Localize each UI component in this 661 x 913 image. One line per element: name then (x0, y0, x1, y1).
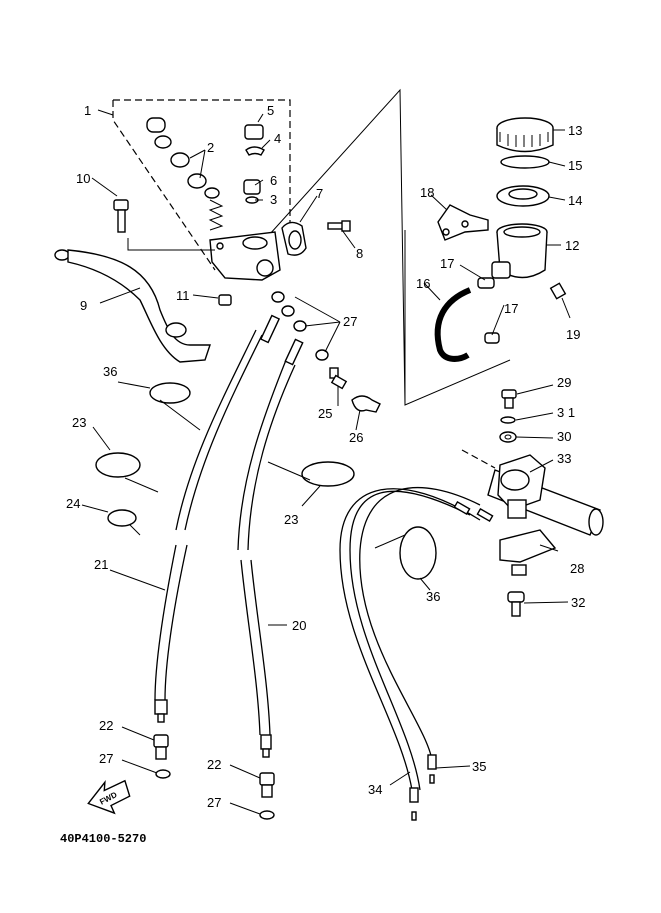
callout-32: 32 (571, 595, 585, 610)
piston-kit (146, 117, 224, 231)
drawing-code: 40P4100-5270 (60, 832, 146, 846)
hose-guide-bolt (329, 367, 348, 390)
callout-21: 21 (94, 557, 108, 572)
callout-8: 8 (356, 246, 363, 261)
callout-2: 2 (207, 140, 214, 155)
callout-27c: 27 (207, 795, 221, 810)
reservoir-fitting (243, 124, 265, 204)
callout-14: 14 (568, 193, 582, 208)
reservoir-hose (434, 277, 500, 362)
brake-hose-20 (237, 338, 304, 758)
callout-13: 13 (568, 123, 582, 138)
brake-lever (54, 249, 211, 363)
callout-36a: 36 (103, 364, 117, 379)
throttle-screw (501, 389, 517, 409)
callout-10: 10 (76, 171, 90, 186)
callout-11: 11 (176, 288, 190, 303)
reservoir-bolt (549, 282, 567, 300)
throttle-washer (499, 416, 517, 443)
cable-tie-23-right (267, 461, 355, 487)
adjuster-bolt (507, 591, 525, 617)
callout-5: 5 (267, 103, 274, 118)
callout-12: 12 (565, 238, 579, 253)
callout-23b: 23 (284, 512, 298, 527)
clamp-bolt (327, 220, 351, 232)
callout-18: 18 (420, 185, 434, 200)
callout-24: 24 (66, 496, 80, 511)
cable-tie-36-left (149, 382, 201, 431)
callout-7: 7 (316, 186, 323, 201)
union-bolt-right (259, 772, 275, 798)
callout-31: 3 1 (557, 405, 575, 420)
master-cylinder-body (209, 231, 281, 281)
hose-guide (351, 395, 381, 413)
callout-29: 29 (557, 375, 571, 390)
callout-22b: 22 (207, 757, 221, 772)
callout-labels: 1 2 5 4 6 3 7 8 10 9 11 13 15 14 12 18 1… (60, 103, 585, 846)
throttle-cables (339, 486, 494, 821)
reservoir-tank (491, 223, 548, 279)
callout-16: 16 (416, 276, 430, 291)
callout-3: 3 (270, 192, 277, 207)
gasket-washers (155, 291, 329, 820)
callout-17b: 17 (504, 301, 518, 316)
cable-adjuster (499, 529, 557, 576)
cable-tie-36-right (374, 526, 437, 580)
assembly-group-box (112, 88, 511, 406)
callout-1: 1 (84, 103, 91, 118)
brake-hose-21 (154, 314, 281, 723)
callout-23a: 23 (72, 415, 86, 430)
callout-4: 4 (274, 131, 281, 146)
callout-30: 30 (557, 429, 571, 444)
callout-20: 20 (292, 618, 306, 633)
leader-lines (81, 109, 571, 815)
callout-34: 34 (368, 782, 382, 797)
callout-27b: 27 (99, 751, 113, 766)
union-bolt-left (153, 734, 169, 760)
callout-25: 25 (318, 406, 332, 421)
callout-17a: 17 (440, 256, 454, 271)
throttle-housing (497, 454, 546, 519)
cable-tie-24 (107, 509, 141, 536)
pivot-bolt (113, 199, 215, 251)
callout-19: 19 (566, 327, 580, 342)
forward-direction-badge: FWD (87, 779, 131, 815)
callout-36b: 36 (426, 589, 440, 604)
cable-tie-23-left (95, 452, 159, 493)
callout-27a: 27 (343, 314, 357, 329)
callout-22a: 22 (99, 718, 113, 733)
pivot-nut (218, 294, 232, 306)
diaphragm-holder (500, 155, 550, 169)
callout-33: 33 (557, 451, 571, 466)
callout-26: 26 (349, 430, 363, 445)
callout-15: 15 (568, 158, 582, 173)
callout-28: 28 (570, 561, 584, 576)
diaphragm (496, 185, 550, 207)
handlebar-clamp (281, 221, 307, 256)
callout-35: 35 (472, 759, 486, 774)
reservoir-bracket (437, 204, 489, 241)
reservoir-cap (496, 117, 554, 153)
callout-6: 6 (270, 173, 277, 188)
callout-9: 9 (80, 298, 87, 313)
